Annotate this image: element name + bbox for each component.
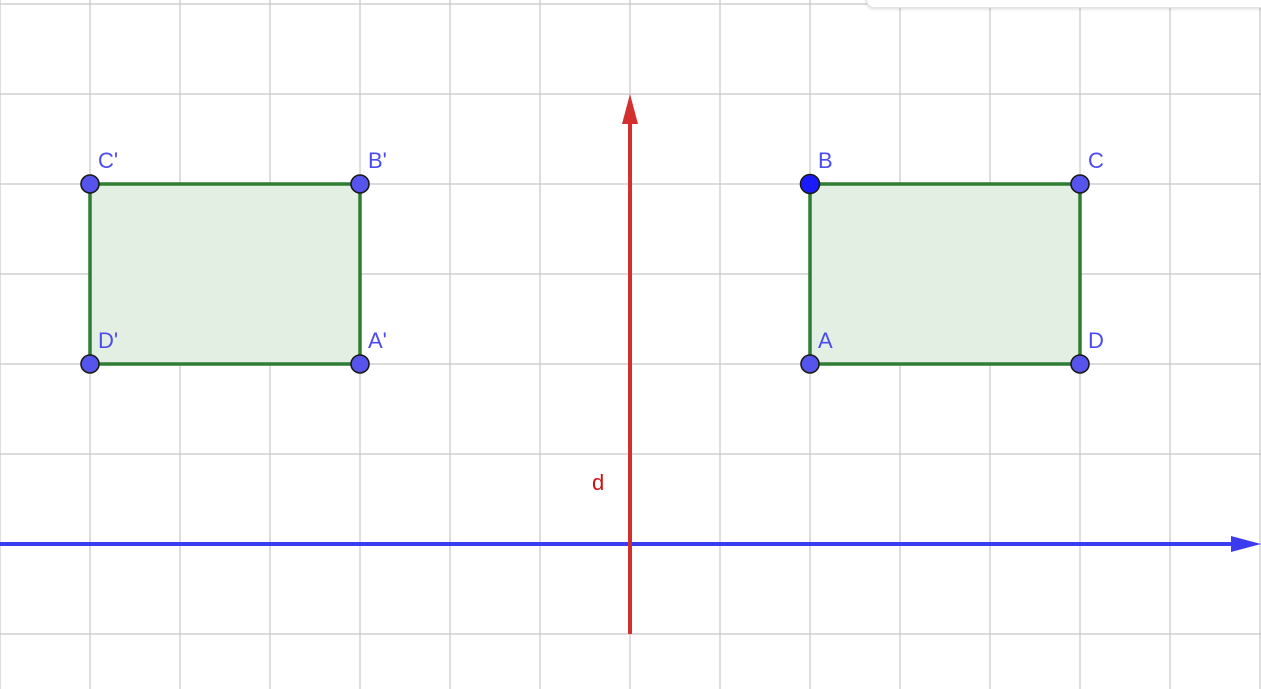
arrowhead-icon — [1231, 536, 1261, 552]
point-label: A' — [368, 328, 387, 353]
point-d-prime[interactable] — [80, 354, 100, 374]
point-label: C' — [98, 148, 118, 173]
point-label: C — [1088, 148, 1104, 173]
vector-d-label: d — [592, 470, 604, 495]
horizontal-blue-line[interactable] — [0, 536, 1261, 552]
point-label: B' — [368, 148, 387, 173]
corner-panel — [866, 0, 1261, 8]
original-points: A B C D — [799, 148, 1104, 374]
vector-d[interactable]: d — [592, 94, 638, 634]
point-b[interactable] — [799, 173, 821, 195]
point-d[interactable] — [1070, 354, 1090, 374]
original-rectangle[interactable] — [808, 182, 1082, 366]
image-rectangle[interactable] — [88, 182, 362, 366]
point-label: B — [818, 148, 833, 173]
point-b-prime[interactable] — [350, 174, 370, 194]
point-label: D' — [98, 328, 118, 353]
point-a-prime[interactable] — [350, 354, 370, 374]
point-c-prime[interactable] — [80, 174, 100, 194]
point-a[interactable] — [800, 354, 820, 374]
arrowhead-icon — [622, 94, 638, 124]
image-points: A' B' C' D' — [80, 148, 387, 374]
point-label: A — [818, 328, 833, 353]
point-c[interactable] — [1070, 174, 1090, 194]
point-label: D — [1088, 328, 1104, 353]
